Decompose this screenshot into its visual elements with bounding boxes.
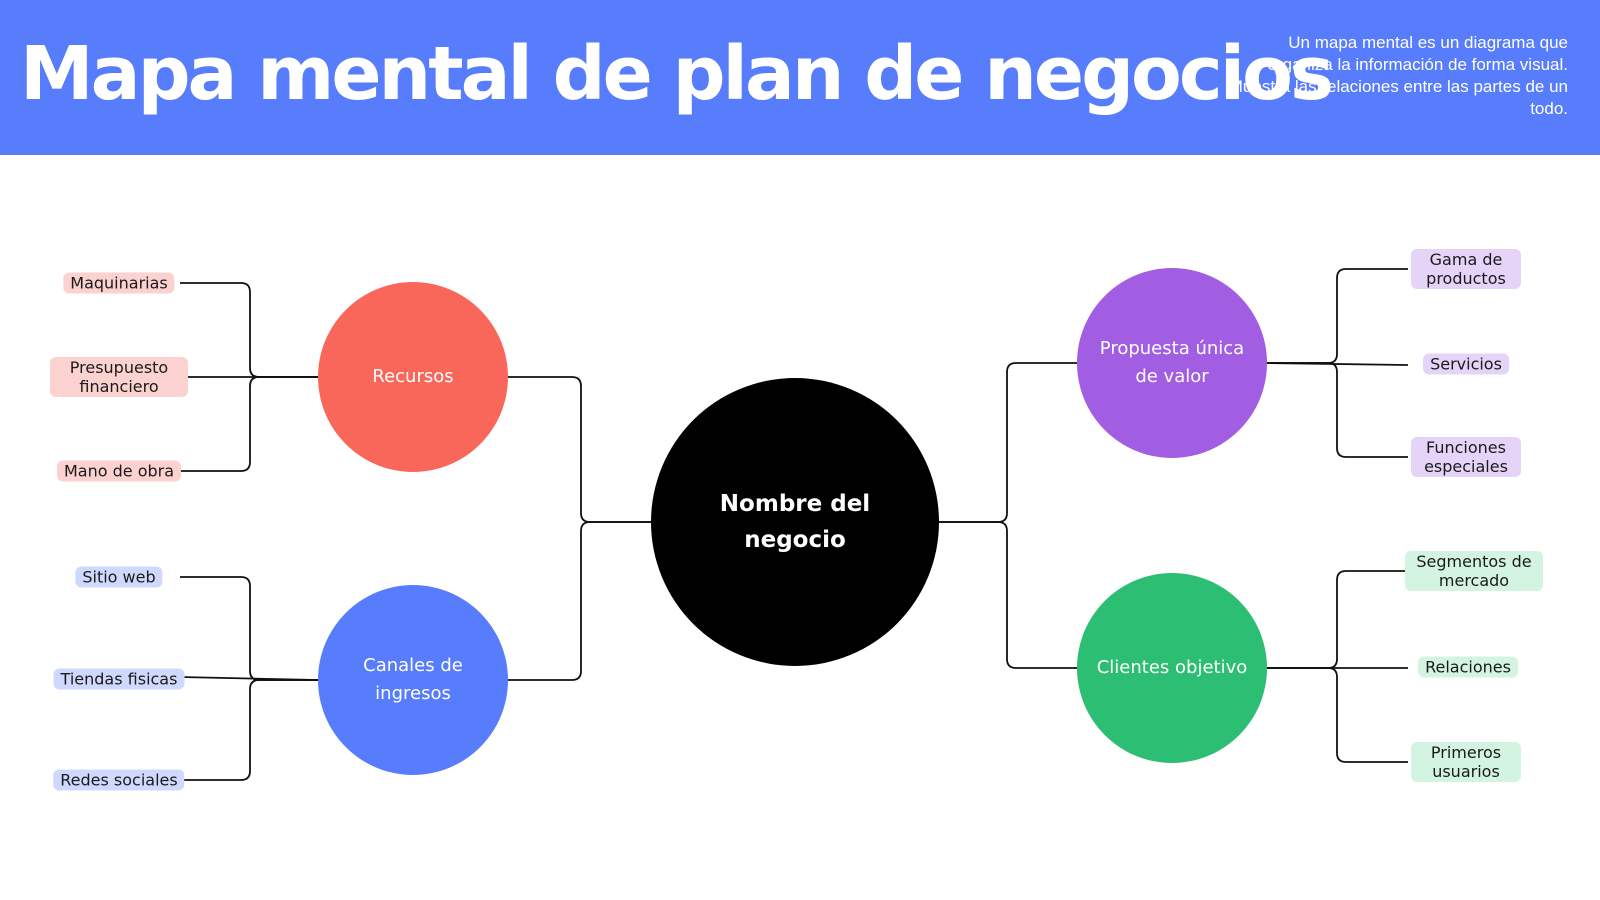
tag-presupuesto-financiero: Presupuesto financiero [50,357,188,397]
node-recursos-label: Recursos [372,366,454,387]
center-node-label: Nombre del negocio [719,491,871,553]
page-description: Un mapa mental es un diagrama que organi… [1228,33,1568,118]
connector-clientes-segmentos [1267,570,1408,669]
tag-gama-de-productos: Gama de productos [1411,249,1521,289]
connector-center-clientes [939,521,1077,669]
tag-primeros-usuarios: Primeros usuarios [1411,742,1521,782]
connector-center-recursos [508,376,651,523]
connector-center-propuesta [939,362,1077,523]
connector-propuesta-gama [1267,268,1408,364]
tag-servicios: Servicios [1423,353,1509,375]
connector-recursos-mano [180,376,318,472]
tag-funciones-especiales: Funciones especiales [1411,437,1521,477]
connector-center-canales [508,521,651,681]
header-banner: Mapa mental de plan de negocios Un mapa … [0,0,1600,155]
connector-canales-redes [180,679,318,781]
node-propuesta-unica-de-valor: Propuesta única de valor [1077,268,1267,458]
tag-sitio-web: Sitio web [75,566,163,588]
tag-maquinarias: Maquinarias [63,272,175,294]
tag-redes-sociales: Redes sociales [53,769,185,791]
node-canales-de-ingresos: Canales de ingresos [318,585,508,775]
tag-tiendas-fisicas: Tiendas fisicas [53,668,185,690]
tag-mano-de-obra: Mano de obra [56,460,182,482]
node-canales-label: Canales de ingresos [363,655,463,704]
node-clientes-objetivo: Clientes objetivo [1077,573,1267,763]
connector-recursos-maquinarias [180,282,318,378]
connector-propuesta-funciones [1267,362,1408,458]
connector-canales-sitio [180,576,318,681]
node-clientes-label: Clientes objetivo [1096,657,1248,678]
node-recursos: Recursos [318,282,508,472]
tag-relaciones: Relaciones [1418,656,1518,678]
page-title: Mapa mental de plan de negocios [20,31,1334,117]
center-node: Nombre del negocio [651,378,939,666]
tag-segmentos-de-mercado: Segmentos de mercado [1405,551,1543,591]
node-propuesta-label: Propuesta única de valor [1099,338,1245,387]
connector-clientes-primeros [1267,667,1408,763]
